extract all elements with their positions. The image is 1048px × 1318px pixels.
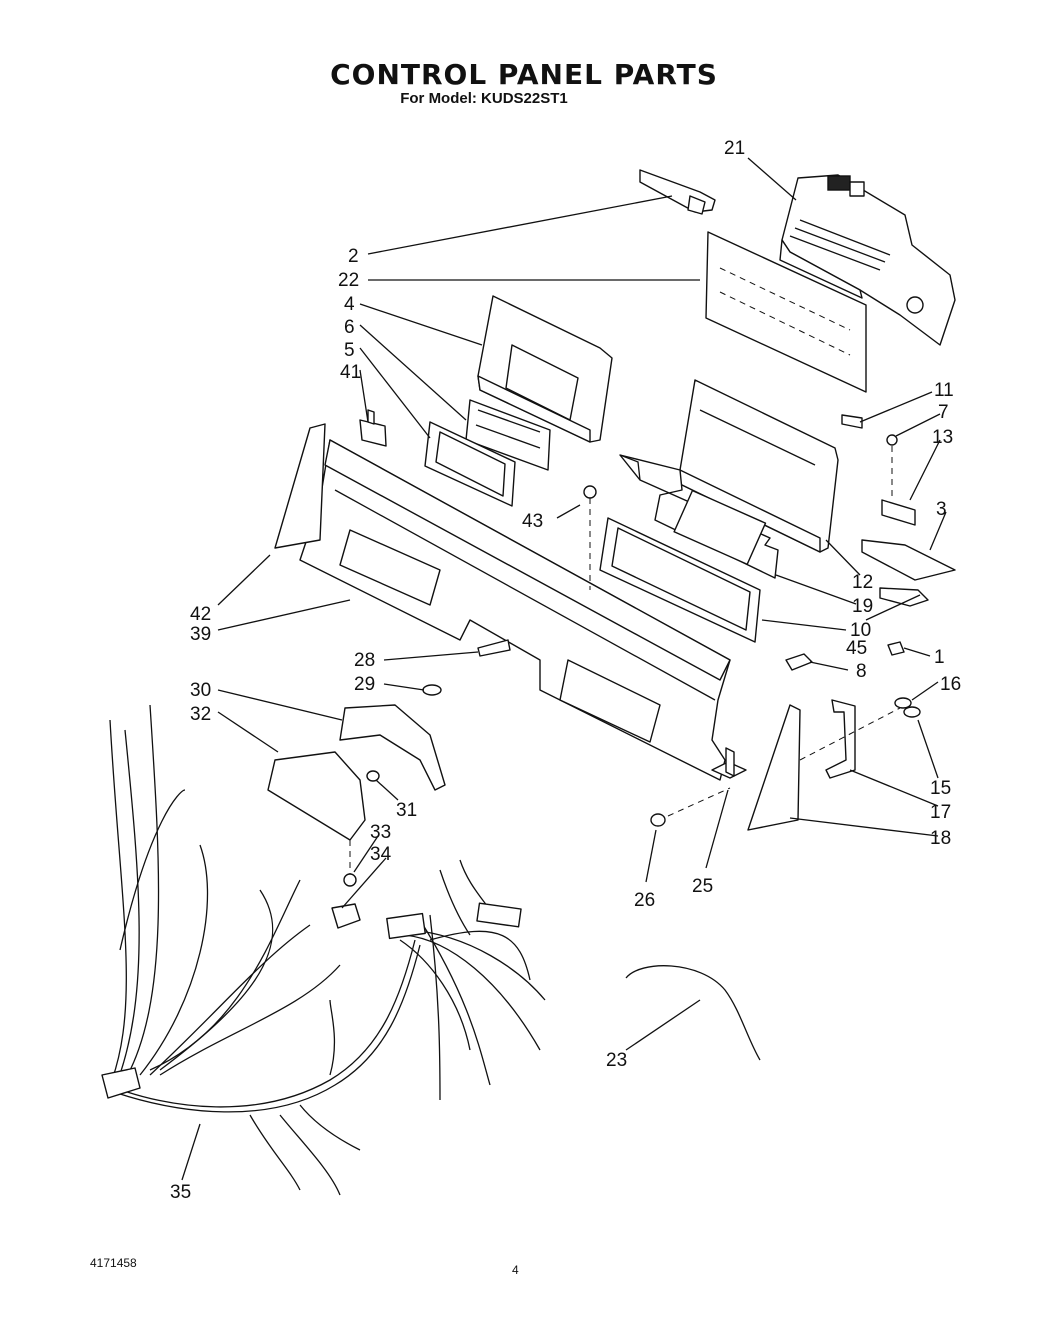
part-8-button <box>785 653 813 671</box>
model-subtitle: For Model: KUDS22ST1 <box>400 90 568 107</box>
part-2-bracket <box>639 169 716 215</box>
part-13-switch <box>881 499 916 526</box>
callout-25: 25 <box>692 876 713 897</box>
callout-3: 3 <box>936 499 947 520</box>
callout-29: 29 <box>354 674 375 695</box>
callout-45: 45 <box>846 638 867 659</box>
callout-4: 4 <box>344 294 355 315</box>
callout-43: 43 <box>522 511 543 532</box>
part-11-clip <box>841 414 863 429</box>
callout-7: 7 <box>938 402 949 423</box>
part-17-latch-bracket <box>825 699 856 779</box>
callout-41: 41 <box>340 362 361 383</box>
callout-30: 30 <box>190 680 211 701</box>
part-28-clip <box>477 639 511 657</box>
part-4-display-bracket <box>477 295 613 443</box>
callout-15: 15 <box>930 778 951 799</box>
callout-39: 39 <box>190 624 211 645</box>
part-7-screw <box>886 434 898 500</box>
callout-17: 17 <box>930 802 951 823</box>
callout-28: 28 <box>354 650 375 671</box>
part-31-screw <box>366 770 380 782</box>
part-25-bracket <box>711 747 747 779</box>
part-22-sheet <box>705 231 867 393</box>
part-16-screw <box>894 697 912 709</box>
callout-19: 19 <box>852 596 873 617</box>
callout-16: 16 <box>940 674 961 695</box>
page-title: CONTROL PANEL PARTS <box>330 58 718 91</box>
callout-6: 6 <box>344 317 355 338</box>
callout-5: 5 <box>344 340 355 361</box>
callout-11: 11 <box>934 380 954 401</box>
callout-31: 31 <box>396 800 417 821</box>
callout-34: 34 <box>370 844 392 865</box>
part-1-clip <box>887 641 905 656</box>
part-35-wiring-harness <box>101 704 546 1196</box>
part-23-wire <box>625 965 761 1061</box>
part-32-lens <box>267 751 366 841</box>
part-15-screw <box>903 706 921 718</box>
part-3-plate <box>861 539 956 581</box>
part-42-left-end-cap <box>274 423 326 549</box>
part-39-console-panel <box>299 439 731 781</box>
part-21-control-board <box>779 174 956 346</box>
part-19-keypad-circuit <box>619 454 779 579</box>
callout-12: 12 <box>852 572 873 593</box>
callout-21: 21 <box>724 138 745 159</box>
part-18-right-end-cap <box>747 704 801 831</box>
page-number: 4 <box>512 1263 519 1277</box>
document-number: 4171458 <box>90 1256 137 1270</box>
callout-23: 23 <box>606 1050 627 1071</box>
callout-35: 35 <box>170 1182 191 1203</box>
callout-22: 22 <box>338 270 359 291</box>
callout-32: 32 <box>190 704 211 725</box>
part-30-housing <box>339 704 446 791</box>
callout-labels: 21 2 22 4 6 5 41 11 7 13 3 43 12 19 45 1… <box>170 138 961 1203</box>
part-6-circuit-strip <box>465 399 551 471</box>
part-29-screw <box>422 684 442 696</box>
callout-2: 2 <box>348 246 359 267</box>
part-34-clip <box>331 903 361 929</box>
callout-42: 42 <box>190 604 211 625</box>
part-45-plate <box>879 587 929 607</box>
callout-10: 10 <box>850 620 871 641</box>
part-26-screw <box>650 813 666 827</box>
callout-13: 13 <box>932 427 953 448</box>
callout-8: 8 <box>856 661 867 682</box>
callout-1: 1 <box>934 647 945 668</box>
leader-lines <box>181 157 947 1181</box>
callout-33: 33 <box>370 822 391 843</box>
part-43-screw <box>583 485 597 590</box>
part-41-clip <box>359 409 387 447</box>
callout-26: 26 <box>634 890 655 911</box>
part-5-window-frame <box>424 421 516 507</box>
part-10-overlay-frame <box>599 517 761 643</box>
callout-18: 18 <box>930 828 951 849</box>
part-33-screw <box>343 840 357 887</box>
